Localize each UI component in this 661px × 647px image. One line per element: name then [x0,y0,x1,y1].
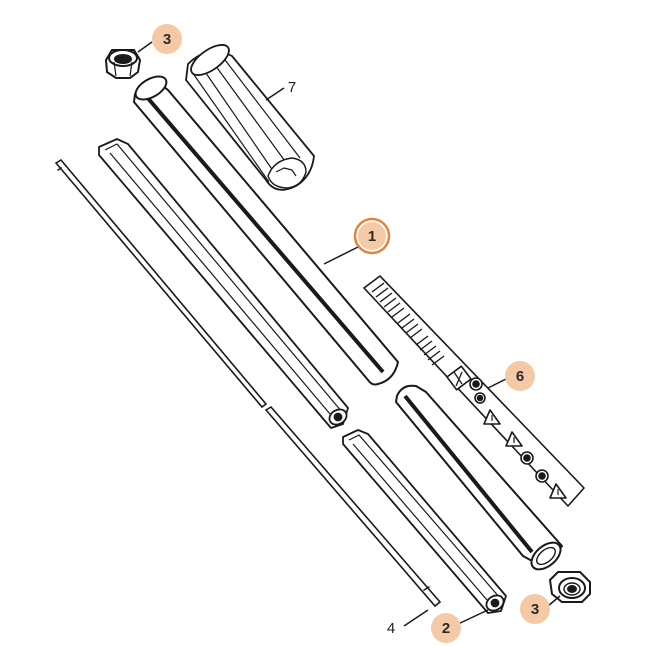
callout-1: 1 [353,217,391,255]
callout-label: 4 [387,620,395,637]
leader-4 [403,609,429,627]
warning-decal [363,275,585,507]
callout-6: 6 [505,361,535,391]
callout-7: 7 [288,79,296,96]
grip-sleeve [185,44,315,191]
drive-rod [54,158,442,608]
callout-label: 6 [516,368,524,385]
callout-label: 1 [368,228,376,245]
leader-7 [265,87,285,101]
leader-2 [457,609,489,625]
callout-3-top: 3 [152,24,182,54]
drive-shaft-housing-lower [342,429,507,614]
leader-lines [137,41,561,627]
callout-label: 3 [163,31,171,48]
callout-label: 3 [531,601,539,618]
end-cap-top [104,49,142,79]
leader-6 [487,377,509,389]
drive-shaft-housing-upper [98,138,349,429]
shaft-tube-lower [395,384,563,571]
leader-3-top [137,41,153,53]
callout-3-bottom: 3 [520,594,550,624]
callout-label: 7 [288,79,296,96]
callout-2: 2 [431,613,461,643]
leader-1 [323,245,361,265]
callout-4: 4 [387,620,395,637]
end-cap-bottom [548,571,591,603]
callout-label: 2 [442,620,450,637]
leader-3-bottom [547,595,561,607]
shaft-tube-upper [133,75,399,386]
